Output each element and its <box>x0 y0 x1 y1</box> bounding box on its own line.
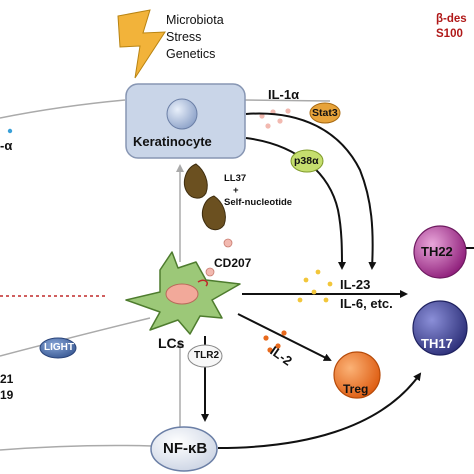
top-right-label-2: S100 <box>436 28 463 40</box>
top-right-label-1: β-des <box>436 13 467 25</box>
th22-cell <box>413 225 467 279</box>
p38a-node <box>290 149 324 173</box>
il2-cytokine-dots <box>263 330 287 353</box>
treg-cell <box>333 351 381 399</box>
light-node <box>39 337 77 359</box>
birbeck-granule-icon <box>197 279 209 287</box>
trigger-genetics: Genetics <box>166 47 216 61</box>
self-nucleotide-granule-icon <box>201 195 226 231</box>
keratinocyte-right-line <box>244 99 331 102</box>
nfkb-label: NF-κB <box>163 440 208 457</box>
arrow-keratinocyte-p38a <box>245 137 346 270</box>
keratinocyte-left-membrane <box>0 99 126 119</box>
il23-cytokine-dots <box>297 269 333 303</box>
tlr2-label: TLR2 <box>194 350 219 361</box>
ll37-granule-icon <box>183 163 208 199</box>
tlr2-node <box>187 344 223 368</box>
th17-cell <box>412 300 468 356</box>
il1a-granules <box>259 108 291 129</box>
lightning-bolt-icon <box>117 9 166 79</box>
self-nucleotide-label: Self-nucleotide <box>224 197 293 208</box>
nfkb-node <box>150 426 218 472</box>
left-alpha-label: -α <box>0 138 13 153</box>
left-num-1: 21 <box>0 372 14 386</box>
cd207-label: CD207 <box>214 256 252 270</box>
p38a-label: p38α <box>294 155 319 167</box>
light-label: LIGHT <box>44 342 74 353</box>
th22-label: TH22 <box>421 244 453 259</box>
stat3-node <box>309 102 341 124</box>
arrow-nfkb-th17 <box>217 372 422 449</box>
trigger-stress: Stress <box>166 30 202 44</box>
left-num-2: 19 <box>0 388 14 402</box>
plus-label: + <box>233 185 239 196</box>
il1a-label: IL-1α <box>268 87 300 102</box>
nfkb-left-line <box>0 444 153 451</box>
trigger-microbiota: Microbiota <box>166 13 224 27</box>
keratinocyte-label: Keratinocyte <box>133 134 212 149</box>
il6-label: IL-6, etc. <box>340 296 393 311</box>
cd207-dot <box>205 267 215 277</box>
il23-label: IL-23 <box>340 277 371 292</box>
left-dot <box>7 128 13 134</box>
cd207-dot <box>223 238 233 248</box>
lc-left-membrane <box>0 317 151 357</box>
arrow-keratinocyte-stat3 <box>245 112 377 270</box>
stat3-label: Stat3 <box>312 107 338 119</box>
ll37-label: LL37 <box>224 173 247 184</box>
th17-label: TH17 <box>421 336 453 351</box>
keratinocyte-nucleus <box>166 98 198 130</box>
lcs-label: LCs <box>158 335 185 351</box>
arrow-lc-treg <box>237 313 332 361</box>
langerhans-nucleus <box>165 283 199 305</box>
treg-label: Treg <box>343 382 369 396</box>
